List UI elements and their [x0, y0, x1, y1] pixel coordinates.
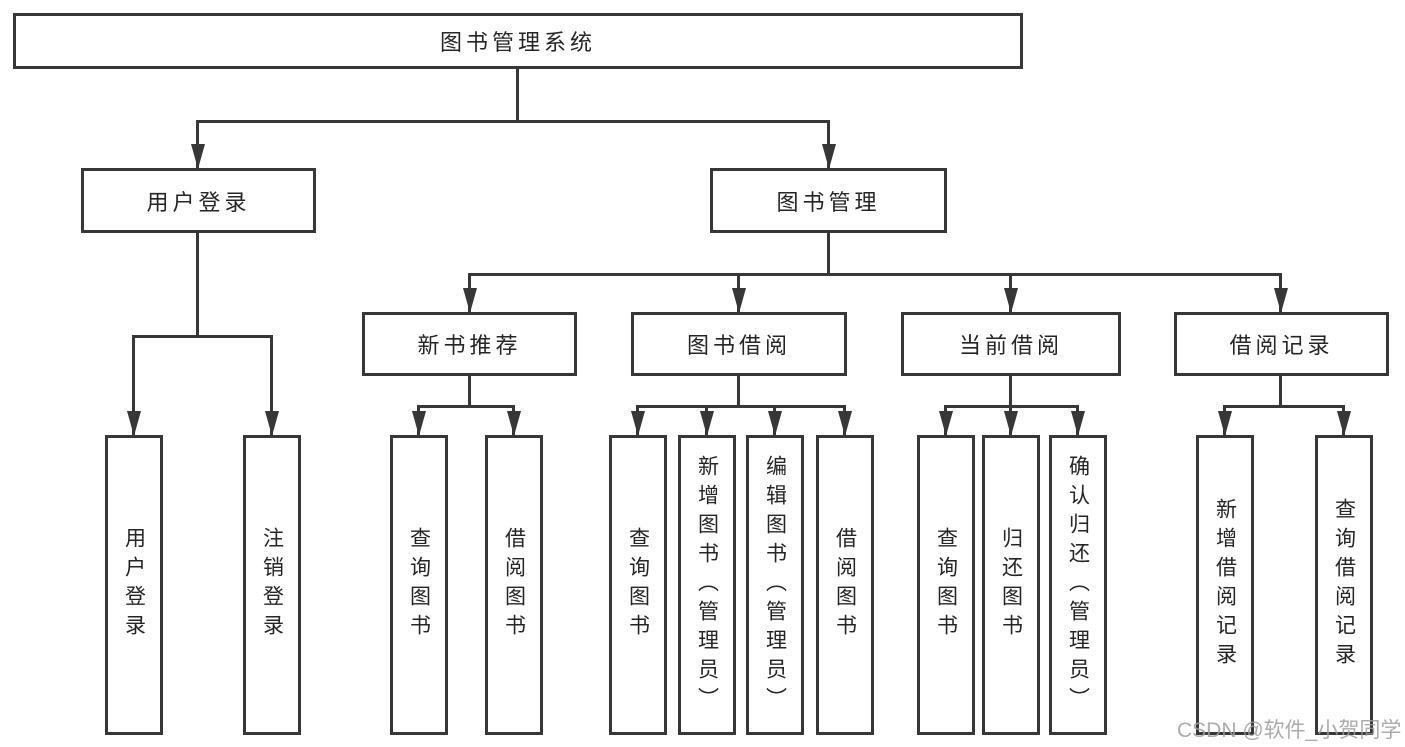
leaf-query-borrow-record-label: 查询借阅记录	[1332, 498, 1356, 672]
leaf-confirm-return-admin-label: 确认归还（管理员）	[1066, 454, 1090, 716]
connector-line	[468, 376, 471, 405]
node-user-login-label: 用户登录	[146, 189, 251, 215]
connector-line	[1279, 376, 1282, 405]
leaf-user-login-label: 用户登录	[122, 527, 146, 643]
leaf-confirm-return-admin: 确认归还（管理员）	[1049, 435, 1107, 735]
arrowhead-icon	[822, 144, 836, 169]
node-root-label: 图书管理系统	[439, 30, 596, 55]
leaf-add-borrow-record-label: 新增借阅记录	[1213, 498, 1237, 672]
node-book-management: 图书管理	[710, 168, 947, 233]
connector-line	[132, 335, 135, 435]
leaf-current-query-books-label: 查询图书	[934, 527, 958, 643]
arrowhead-icon	[1337, 411, 1351, 436]
connector-line	[196, 120, 830, 123]
arrowhead-icon	[1004, 411, 1018, 436]
arrowhead-icon	[191, 144, 205, 169]
node-current-borrowing: 当前借阅	[901, 312, 1121, 376]
leaf-query-borrow-record: 查询借阅记录	[1315, 435, 1373, 735]
arrowhead-icon	[265, 411, 279, 436]
arrowhead-icon	[412, 411, 426, 436]
leaf-recommend-query-books: 查询图书	[390, 435, 448, 735]
leaf-return-books: 归还图书	[982, 435, 1040, 735]
arrowhead-icon	[939, 411, 953, 436]
arrowhead-icon	[463, 288, 477, 313]
leaf-add-books-admin: 新增图书（管理员）	[678, 435, 736, 735]
leaf-add-books-admin-label: 新增图书（管理员）	[695, 454, 719, 716]
connector-line	[827, 233, 830, 273]
leaf-recommend-borrow-books: 借阅图书	[485, 435, 543, 735]
arrowhead-icon	[1004, 288, 1018, 313]
arrowhead-icon	[1218, 411, 1232, 436]
leaf-user-login: 用户登录	[105, 435, 163, 735]
connector-line	[1223, 405, 1345, 408]
node-book-borrowing: 图书借阅	[631, 312, 847, 376]
leaf-current-query-books: 查询图书	[917, 435, 975, 735]
node-new-book-recommend-label: 新书推荐	[417, 333, 522, 358]
node-borrowing-records: 借阅记录	[1174, 312, 1389, 376]
arrowhead-icon	[838, 411, 852, 436]
leaf-borrowing-query-books-label: 查询图书	[626, 527, 650, 643]
leaf-add-borrow-record: 新增借阅记录	[1196, 435, 1254, 735]
leaf-borrowing-borrow-books: 借阅图书	[816, 435, 874, 735]
connector-line	[132, 335, 273, 338]
leaf-edit-books-admin: 编辑图书（管理员）	[746, 435, 804, 735]
leaf-recommend-query-books-label: 查询图书	[407, 527, 431, 643]
connector-line	[636, 405, 846, 408]
leaf-borrowing-borrow-books-label: 借阅图书	[833, 527, 857, 643]
connector-line	[737, 376, 740, 405]
arrowhead-icon	[1071, 411, 1085, 436]
arrowhead-icon	[768, 411, 782, 436]
leaf-logout-label: 注销登录	[260, 527, 284, 643]
arrowhead-icon	[1274, 288, 1288, 313]
arrowhead-icon	[732, 288, 746, 313]
node-root: 图书管理系统	[13, 13, 1023, 69]
node-current-borrowing-label: 当前借阅	[958, 333, 1063, 358]
node-book-borrowing-label: 图书借阅	[686, 333, 791, 358]
connector-line	[196, 233, 199, 335]
node-new-book-recommend: 新书推荐	[362, 312, 577, 376]
leaf-edit-books-admin-label: 编辑图书（管理员）	[763, 454, 787, 716]
arrowhead-icon	[507, 411, 521, 436]
arrowhead-icon	[631, 411, 645, 436]
connector-line	[468, 273, 1282, 276]
node-book-management-label: 图书管理	[776, 189, 881, 215]
leaf-logout: 注销登录	[243, 435, 301, 735]
leaf-recommend-borrow-books-label: 借阅图书	[502, 527, 526, 643]
leaf-return-books-label: 归还图书	[999, 527, 1023, 643]
connector-line	[516, 69, 519, 120]
csdn-watermark: CSDN @软件_小贺同学	[1177, 719, 1402, 742]
connector-line	[417, 405, 515, 408]
connector-line	[1009, 376, 1012, 405]
arrowhead-icon	[127, 411, 141, 436]
node-borrowing-records-label: 借阅记录	[1229, 333, 1334, 358]
leaf-borrowing-query-books: 查询图书	[609, 435, 667, 735]
arrowhead-icon	[700, 411, 714, 436]
node-user-login: 用户登录	[81, 168, 316, 233]
connector-line	[270, 335, 273, 435]
